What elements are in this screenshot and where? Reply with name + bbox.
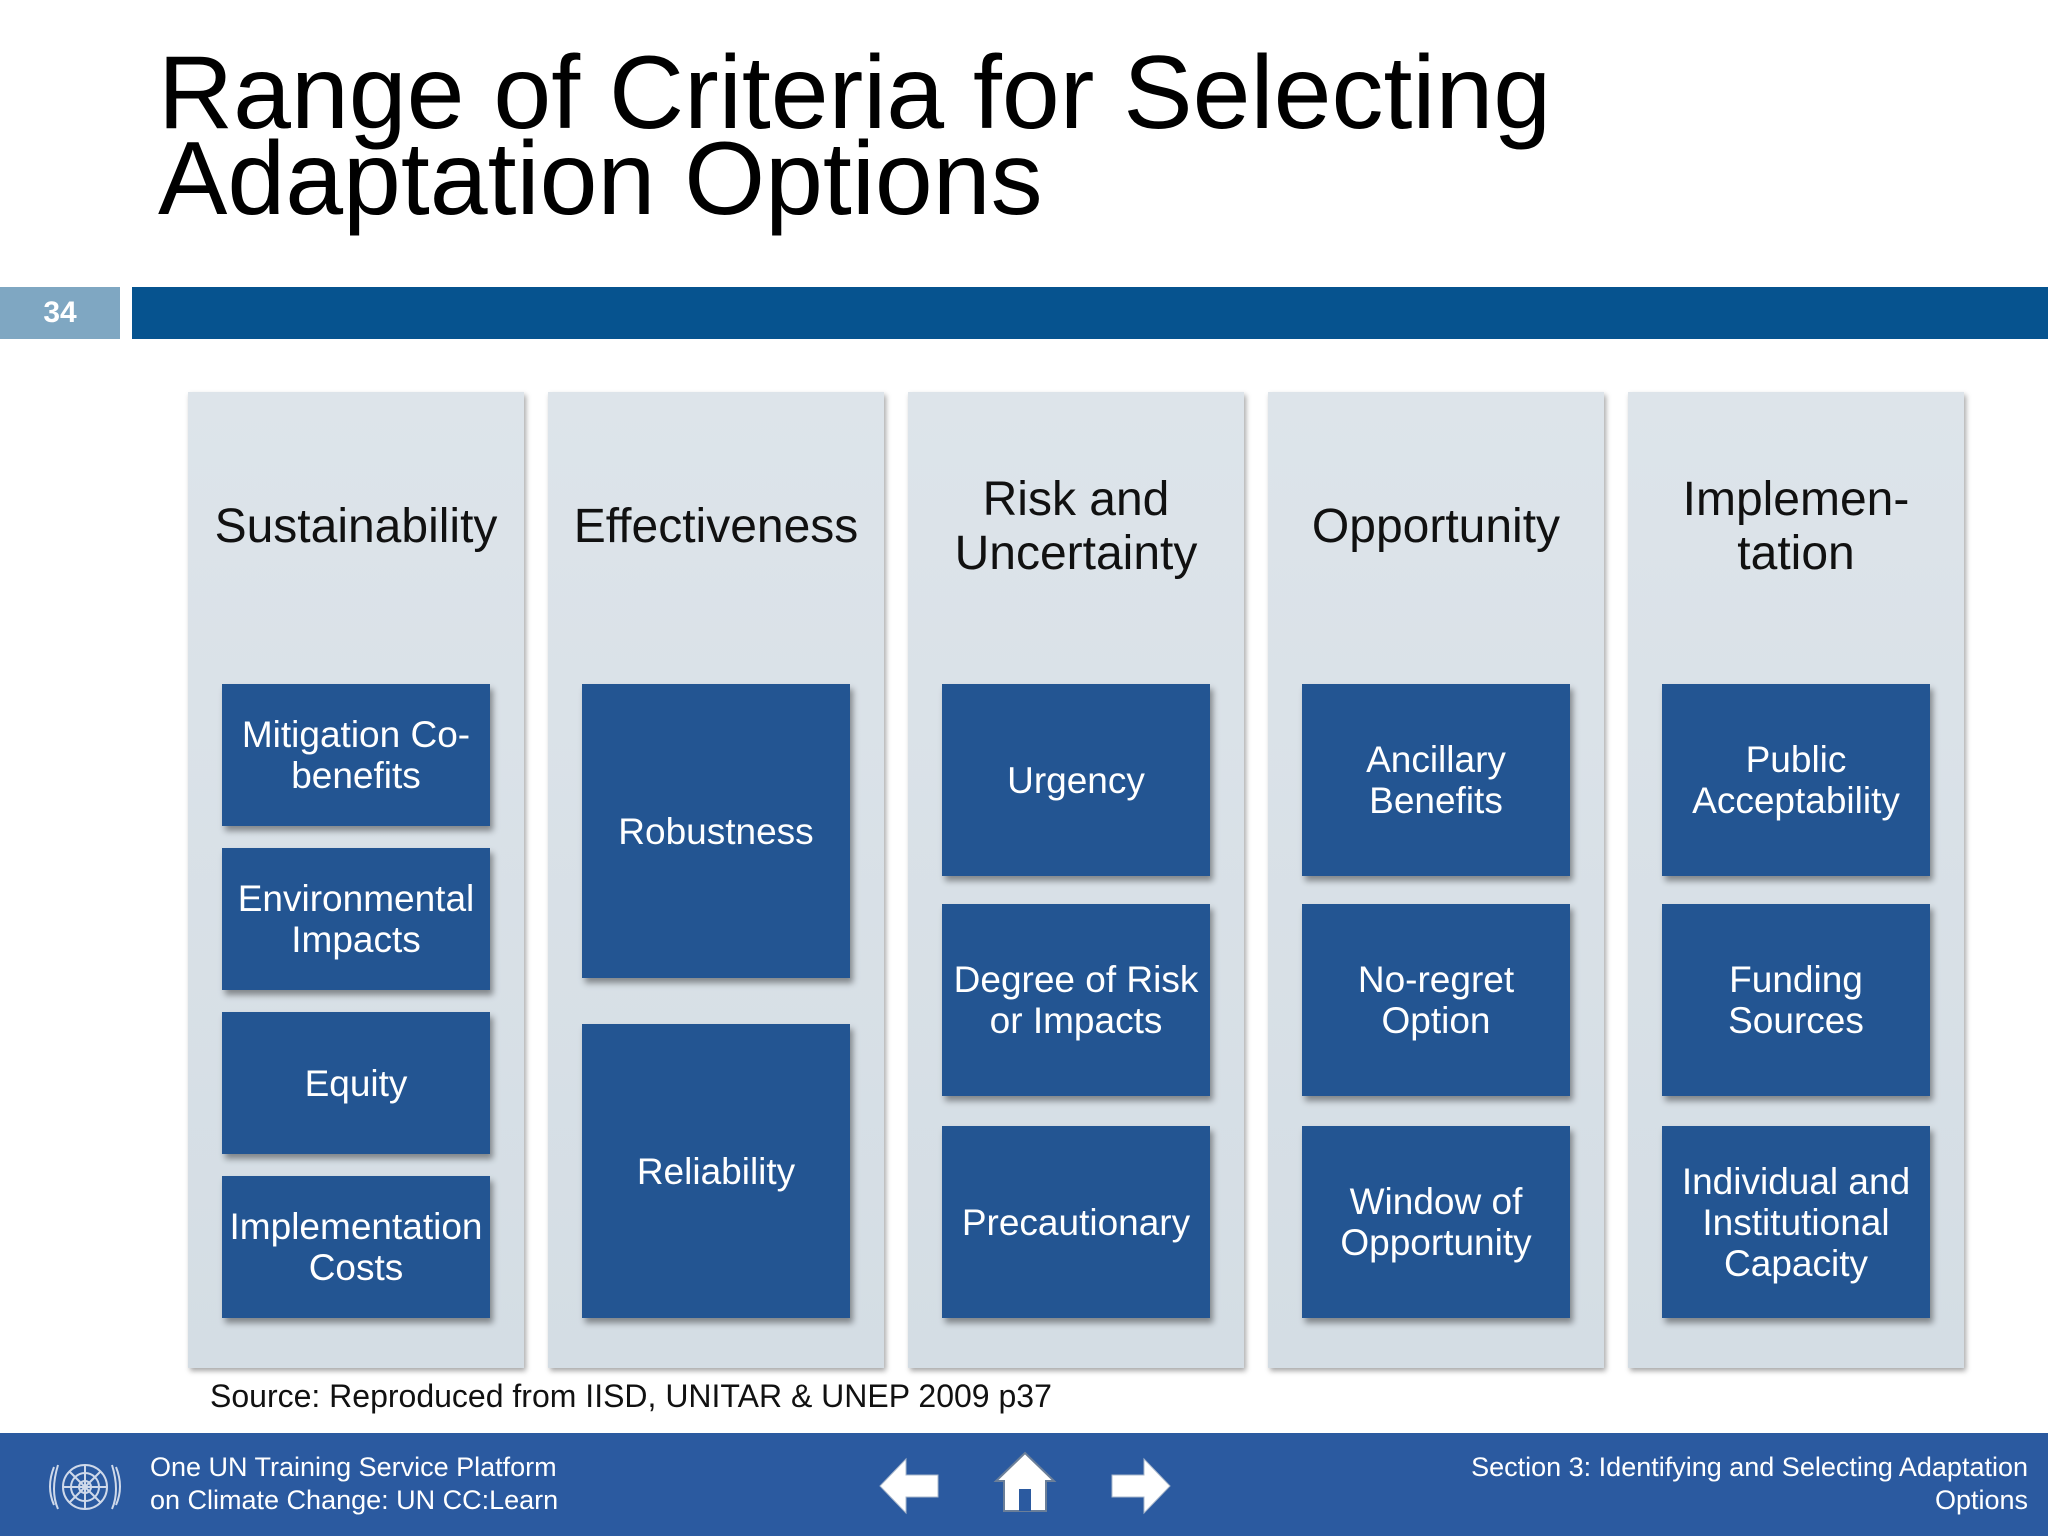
footer-section-line-1: Section 3: Identifying and Selecting Ada… <box>1471 1452 2028 1482</box>
criteria-box: Degree of Risk or Impacts <box>942 904 1210 1096</box>
column-opportunity: Opportunity Ancillary Benefits No-regret… <box>1268 392 1604 1368</box>
criteria-diagram: Sustainability Mitigation Co-benefits En… <box>188 392 1964 1368</box>
home-icon[interactable] <box>992 1449 1058 1515</box>
criteria-box: Funding Sources <box>1662 904 1930 1096</box>
column-heading: Opportunity <box>1311 500 1561 553</box>
column-sustainability: Sustainability Mitigation Co-benefits En… <box>188 392 524 1368</box>
un-logo-icon <box>49 1464 121 1510</box>
criteria-box: Individual and Institutional Capacity <box>1662 1126 1930 1318</box>
criteria-box: Reliability <box>582 1024 850 1318</box>
arrow-right-icon[interactable] <box>1108 1453 1174 1519</box>
arrow-left-icon[interactable] <box>876 1453 942 1519</box>
column-heading: Implemen-tation <box>1682 473 1910 580</box>
column-implementation: Implemen-tation Public Acceptability Fun… <box>1628 392 1964 1368</box>
criteria-box: Robustness <box>582 684 850 978</box>
column-heading: Risk and Uncertainty <box>954 473 1198 580</box>
criteria-box: Window of Opportunity <box>1302 1126 1570 1318</box>
slide-title-line-1: Range of Criteria for Selecting <box>158 35 1552 151</box>
footer-section-line-2: Options <box>1934 1485 2028 1515</box>
criteria-box: Public Acceptability <box>1662 684 1930 876</box>
footer-bar: One UN Training Service Platform on Clim… <box>0 1433 2048 1536</box>
column-heading: Effectiveness <box>573 500 859 553</box>
footer-section-text: Section 3: Identifying and Selecting Ada… <box>1428 1451 2028 1517</box>
column-heading: Sustainability <box>214 500 498 553</box>
footer-platform-line-2: on Climate Change: UN CC:Learn <box>150 1485 559 1515</box>
column-risk-and-uncertainty: Risk and Uncertainty Urgency Degree of R… <box>908 392 1244 1368</box>
criteria-box: Precautionary <box>942 1126 1210 1318</box>
source-citation: Source: Reproduced from IISD, UNITAR & U… <box>210 1378 1052 1414</box>
footer-platform-line-1: One UN Training Service Platform <box>150 1452 557 1482</box>
footer-platform-text: One UN Training Service Platform on Clim… <box>150 1451 558 1517</box>
criteria-box: Environmental Impacts <box>222 848 490 990</box>
criteria-box: No-regret Option <box>1302 904 1570 1096</box>
header-bar <box>132 287 2048 339</box>
slide-title-line-2: Adaptation Options <box>158 121 1043 237</box>
criteria-box: Urgency <box>942 684 1210 876</box>
column-effectiveness: Effectiveness Robustness Reliability <box>548 392 884 1368</box>
slide-title: Range of Criteria for Selecting Adaptati… <box>158 35 1958 237</box>
criteria-box: Mitigation Co-benefits <box>222 684 490 826</box>
criteria-box: Implementation Costs <box>222 1176 490 1318</box>
criteria-box: Equity <box>222 1012 490 1154</box>
criteria-box: Ancillary Benefits <box>1302 684 1570 876</box>
slide-number: 34 <box>0 287 120 339</box>
